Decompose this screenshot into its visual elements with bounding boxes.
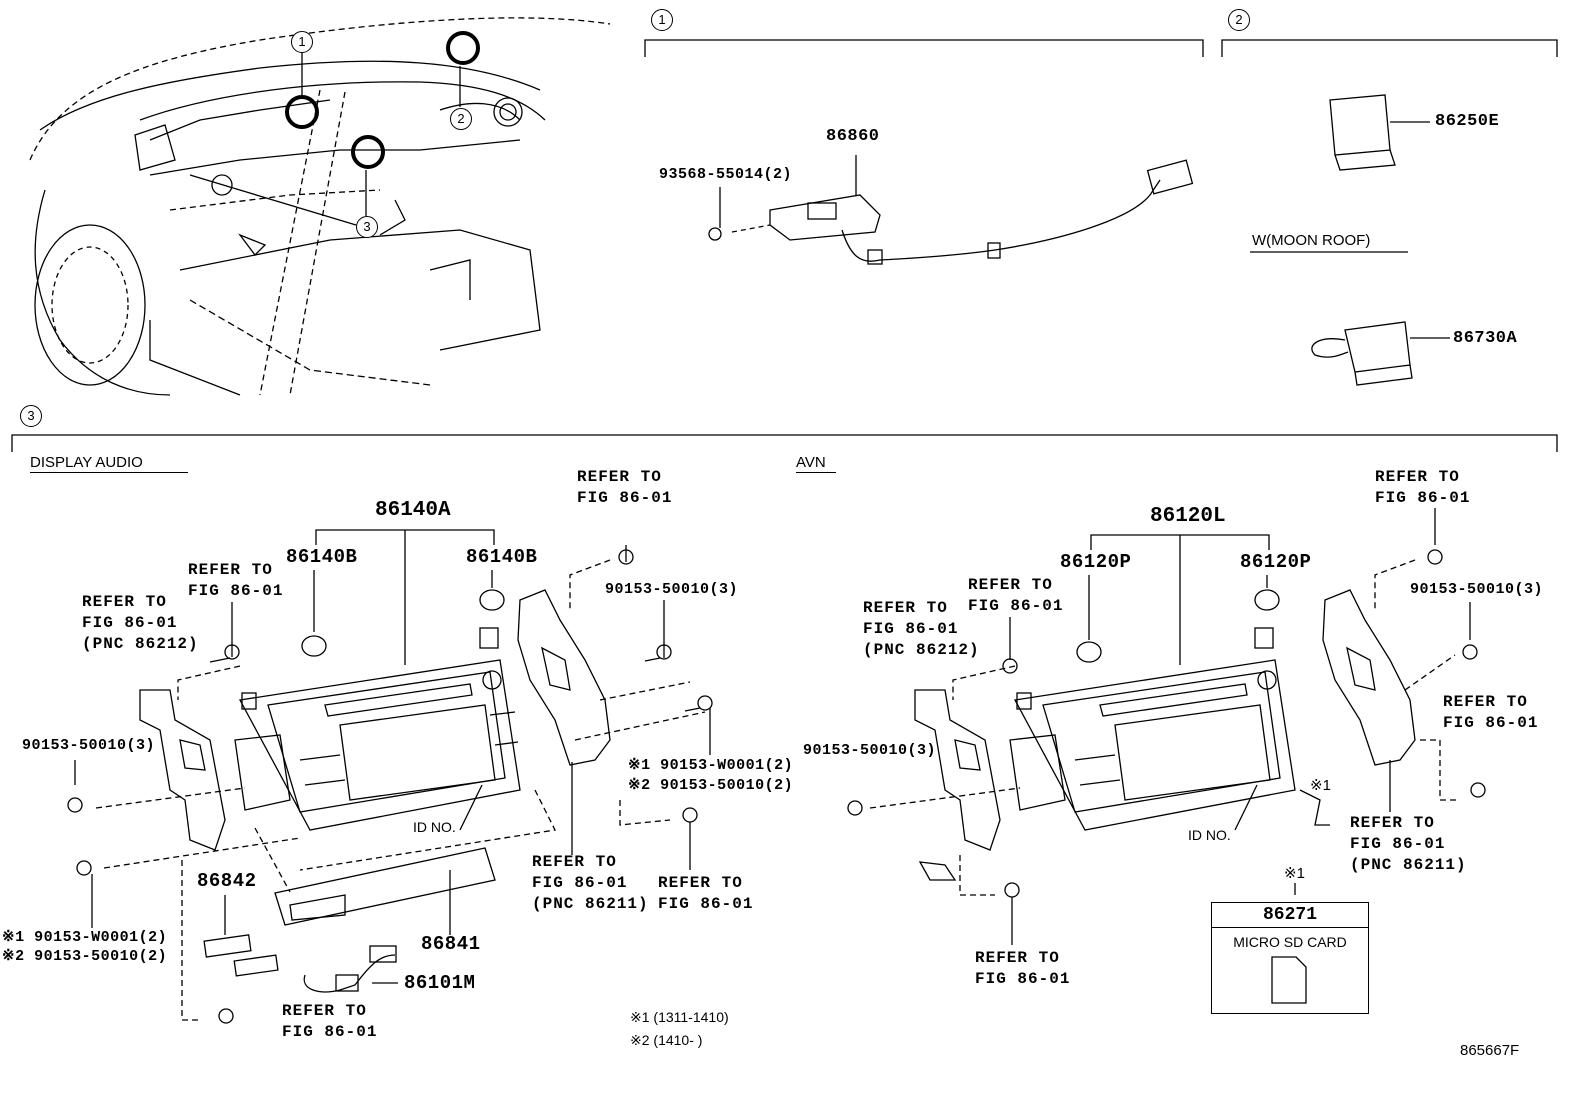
part-86842: 86842 [197, 870, 257, 892]
sd-card-part-number: 86271 [1212, 903, 1368, 928]
micro-sd-card-icon [1271, 956, 1307, 1004]
callout-1-dashboard: 1 [291, 31, 313, 53]
part-90153-50010-da-right: 90153-50010(3) [605, 581, 739, 598]
display-audio-assembly [67, 529, 713, 1024]
part-86730A: 86730A [1453, 329, 1518, 348]
avn-heading: AVN [796, 455, 836, 473]
part-86140B-left: 86140B [286, 546, 358, 568]
part-86841: 86841 [421, 933, 481, 955]
part-86101M: 86101M [404, 972, 476, 994]
callout-1-section: 1 [651, 9, 673, 31]
id-no-label-da: ID NO. [413, 819, 456, 835]
control-unit-86730A [1250, 251, 1450, 386]
part-86140A: 86140A [375, 499, 451, 522]
part-86860: 86860 [826, 127, 880, 146]
part-86120P-right: 86120P [1240, 551, 1312, 573]
avn-assembly [847, 508, 1486, 1006]
part-86140B-right: 86140B [466, 546, 538, 568]
section-brackets [11, 39, 1558, 452]
avn-note-mark: ※1 [1310, 777, 1331, 794]
part-86120P-left: 86120P [1060, 551, 1132, 573]
part-90153-50010-avn-left: 90153-50010(3) [803, 742, 937, 759]
sd-card-label: MICRO SD CARD [1233, 934, 1347, 950]
part-90153-50010-2-da-left: ※2 90153-50010(2) [2, 948, 168, 965]
micro-sd-card-box: 86271 MICRO SD CARD [1211, 902, 1369, 1014]
sd-card-note-mark: ※1 [1284, 865, 1305, 882]
callout-2-dashboard: 2 [450, 108, 472, 130]
figure-code: 865667F [1460, 1042, 1520, 1059]
callout-3-section: 3 [20, 405, 42, 427]
moon-roof-heading: W(MOON ROOF) [1252, 232, 1371, 249]
moon-roof-switch [1329, 94, 1430, 171]
callout-3-dashboard: 3 [356, 216, 378, 238]
part-90153-W0001-da-right: ※1 90153-W0001(2) [628, 757, 794, 774]
part-86250E: 86250E [1435, 112, 1500, 131]
dashboard-overview [29, 17, 611, 396]
part-90153-50010-da-left: 90153-50010(3) [22, 737, 156, 754]
footnote-2: ※2 (1410- ) [630, 1032, 703, 1048]
id-no-label-avn: ID NO. [1188, 827, 1231, 843]
display-audio-heading: DISPLAY AUDIO [30, 455, 188, 473]
part-90153-W0001-da-left: ※1 90153-W0001(2) [2, 929, 168, 946]
part-90153-50010-2-da-right: ※2 90153-50010(2) [628, 777, 794, 794]
microphone-assembly [708, 155, 1194, 265]
part-90153-50010-avn-right: 90153-50010(3) [1410, 581, 1544, 598]
part-93568-55014: 93568-55014(2) [659, 166, 793, 183]
part-86120L: 86120L [1150, 505, 1226, 528]
callout-2-section: 2 [1228, 9, 1250, 31]
footnote-1: ※1 (1311-1410) [630, 1009, 729, 1025]
